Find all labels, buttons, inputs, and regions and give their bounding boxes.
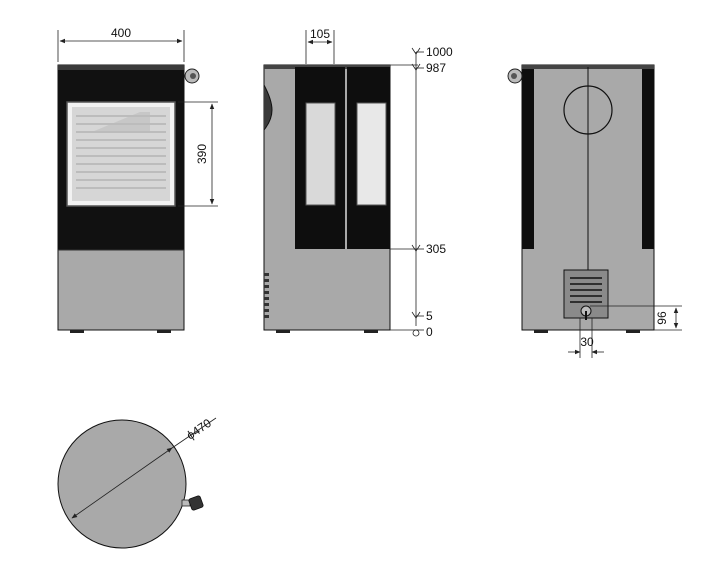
height-label-5: 5 xyxy=(426,309,433,323)
height-label-987: 987 xyxy=(426,61,446,75)
height-label-305: 305 xyxy=(426,242,446,256)
front-base xyxy=(57,249,185,331)
back-flue-opening xyxy=(563,85,613,135)
front-foot-left xyxy=(70,330,84,333)
back-outlet-height-label: 96 xyxy=(655,311,669,325)
back-view: 96 30 xyxy=(507,64,682,358)
back-outlet-width-label: 30 xyxy=(580,335,594,349)
side-vents xyxy=(264,273,269,318)
front-view: 400 390 xyxy=(57,26,218,333)
back-side-strip-left xyxy=(522,69,534,249)
side-curve xyxy=(263,84,273,131)
top-view: ϕ470 xyxy=(57,416,217,549)
front-top-cap xyxy=(58,65,184,70)
height-label-0: 0 xyxy=(426,325,433,339)
front-glass-height-label: 390 xyxy=(195,144,209,164)
top-diameter-label: ϕ470 xyxy=(184,416,214,443)
side-window-left xyxy=(305,102,336,206)
front-width-label: 400 xyxy=(111,26,131,40)
side-window-right xyxy=(356,102,387,206)
top-circle xyxy=(57,419,187,549)
side-view: 105 1000 987 305 5 0 xyxy=(263,27,453,339)
front-foot-right xyxy=(157,330,171,333)
side-door-width-label: 105 xyxy=(310,27,330,41)
back-side-strip-right xyxy=(642,69,654,249)
top-knob xyxy=(181,495,204,511)
back-grille-slats xyxy=(570,277,602,303)
height-label-1000: 1000 xyxy=(426,45,453,59)
glass-reflection-lines xyxy=(76,115,166,189)
